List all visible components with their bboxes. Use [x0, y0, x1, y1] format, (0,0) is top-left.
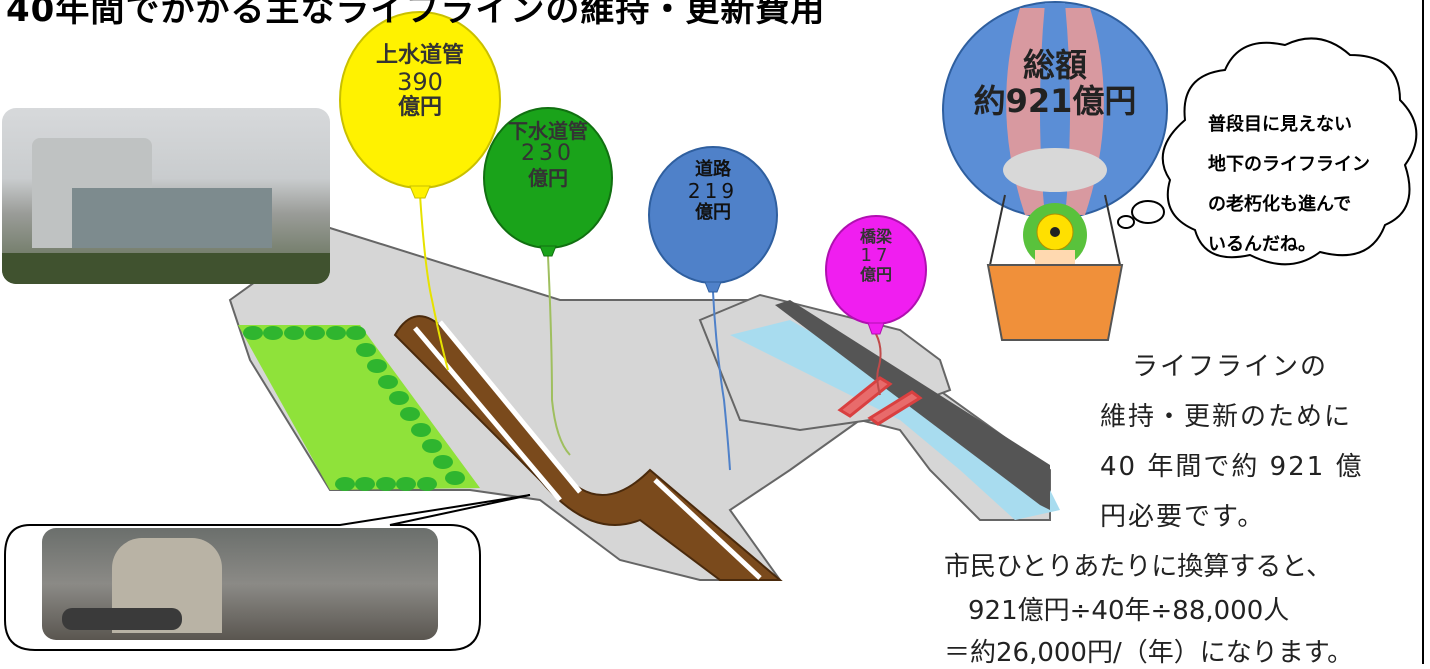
thought-cloud — [1161, 37, 1418, 266]
description-line: 維持・更新のために — [1100, 402, 1353, 432]
pipe-lower — [653, 478, 762, 580]
thought-line: 普段目に見えない — [1208, 114, 1352, 135]
description-line: 40 年間で約 921 億 — [1100, 452, 1364, 482]
total-heading: 総額 — [1022, 46, 1087, 84]
park-area — [238, 325, 480, 490]
balloon-name: 道路 — [695, 159, 731, 180]
per-person-line: 市民ひとりあたりに換算すると、 — [944, 552, 1333, 582]
mascot-character — [1023, 203, 1087, 268]
per-person-line: 921億円÷40年÷88,000人 — [968, 596, 1290, 626]
total-label: 総額 約921億円 — [945, 46, 1165, 120]
balloon-unit: 億円 — [859, 265, 892, 285]
balloon-string — [712, 291, 731, 471]
pipe-trench — [393, 315, 783, 581]
water-pipe — [413, 326, 562, 502]
balloon-label-water-pipe: 上水道管 390 億円 — [360, 43, 480, 120]
balloon-amount: 390 — [397, 67, 443, 96]
page-title: 40年間でかかる主なライフラインの維持・更新費用 — [6, 0, 826, 30]
balloon-string — [547, 255, 571, 456]
thought-line: の老朽化も進んで — [1208, 194, 1352, 215]
balloon-amount: 17 — [860, 244, 892, 266]
sewer-pipe — [438, 320, 582, 494]
balloon-name: 上水道管 — [375, 43, 464, 68]
park-shrubs — [243, 326, 465, 491]
river — [730, 320, 1060, 520]
balloon-amount: 230 — [521, 141, 575, 167]
balloon-label-bridge: 橋梁 17 億円 — [836, 228, 916, 284]
balloon-string — [875, 333, 882, 396]
balloon-unit: 億円 — [695, 201, 731, 223]
balloon-label-road: 道路 219 億円 — [663, 159, 763, 223]
balloon-label-sewer-pipe: 下水道管 230 億円 — [498, 119, 598, 191]
balloon-basket — [986, 264, 1124, 341]
per-person-line: ＝約26,000円/（年）になります。 — [944, 638, 1354, 668]
thought-line: 地下のライフライン — [1208, 154, 1370, 175]
balloon-name: 橋梁 — [859, 227, 892, 246]
balloon-unit: 億円 — [397, 94, 442, 120]
total-amount: 約921億円 — [973, 81, 1137, 120]
description-line: 円必要です。 — [1100, 502, 1266, 532]
balloon-name: 下水道管 — [508, 119, 588, 143]
river-bank — [775, 300, 1050, 510]
construction-photo — [42, 528, 438, 640]
description-line: ライフラインの — [1132, 352, 1329, 382]
balloon-string — [419, 194, 449, 371]
thought-line: いるんだね。 — [1208, 234, 1316, 255]
balloon-amount: 219 — [687, 179, 739, 204]
facility-photo — [2, 108, 330, 284]
balloon-unit: 億円 — [528, 166, 568, 191]
